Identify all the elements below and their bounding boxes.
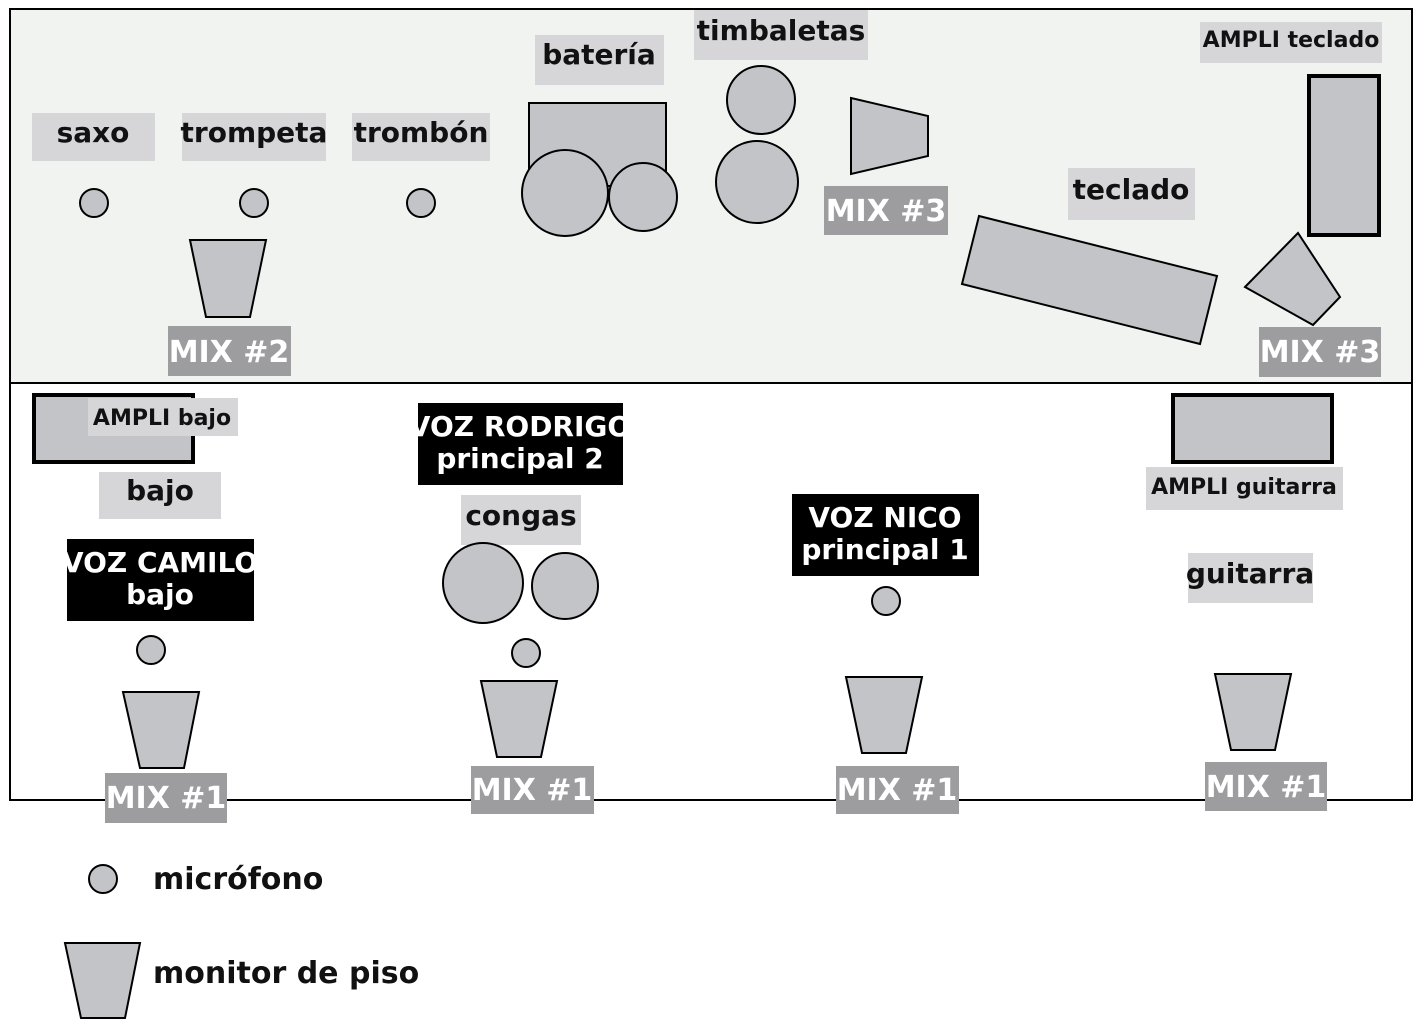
saxo-label-bg <box>32 113 155 161</box>
voz-camilo-bg <box>67 539 254 621</box>
microphone-icon <box>511 638 541 668</box>
teclado-label-bg <box>1068 168 1195 220</box>
bajo-label: bajo <box>126 474 194 507</box>
bateria-label-bg <box>535 35 664 85</box>
mix-badge-bg <box>824 186 948 235</box>
timbaletas-label-bg <box>694 10 868 60</box>
trompeta-mix-label: MIX #2 <box>169 335 290 370</box>
timbal-icon <box>715 140 799 224</box>
timbal-icon <box>726 65 796 135</box>
drum-icon <box>521 149 609 237</box>
conga-icon <box>531 552 599 620</box>
floor-monitor-icon <box>188 239 268 318</box>
amp-icon <box>1171 393 1334 464</box>
ampli-bajo-label: AMPLI bajo <box>93 406 231 431</box>
congas-label: congas <box>465 499 576 532</box>
guitarra-mix-label: MIX #1 <box>1206 770 1327 805</box>
guitarra-label-bg <box>1188 553 1313 603</box>
voz-rodrigo-line2: principal 2 <box>436 442 603 475</box>
voz-rodrigo-bg <box>418 403 623 485</box>
legend-microphone-icon <box>88 864 118 894</box>
voz-nico-line2: principal 1 <box>801 533 968 566</box>
timbaletas-mix-label: MIX #3 <box>826 194 947 229</box>
conga-icon <box>442 542 524 624</box>
microphone-icon <box>239 188 269 218</box>
trombon-label-bg <box>352 113 490 161</box>
microphone-icon <box>79 188 109 218</box>
mix-badge-bg <box>168 326 291 376</box>
floor-monitor-icon <box>844 676 924 754</box>
floor-monitor-icon <box>1213 673 1293 751</box>
voz-rodrigo-line1: VOZ RODRIGO <box>409 410 631 443</box>
voz-camilo-line1: VOZ CAMILO <box>62 546 258 579</box>
ampli-teclado-label-bg <box>1200 22 1382 63</box>
keyboard-icon <box>960 214 1219 346</box>
camilo-mix-label: MIX #1 <box>106 781 227 816</box>
mix-badge-bg <box>105 773 227 823</box>
guitarra-label: guitarra <box>1186 557 1314 590</box>
legend-floor-monitor-icon <box>63 942 142 1019</box>
mix-badge-bg <box>471 766 594 814</box>
floor-monitor-icon <box>850 96 929 176</box>
trompeta-label-bg <box>182 113 326 161</box>
drum-icon <box>608 162 678 232</box>
ampli-guitarra-label: AMPLI guitarra <box>1151 475 1337 500</box>
floor-monitor-icon <box>121 691 201 769</box>
saxo-label: saxo <box>57 116 130 149</box>
teclado-label: teclado <box>1073 173 1190 206</box>
trombon-label: trombón <box>354 116 489 149</box>
bajo-label-bg <box>99 472 221 519</box>
microphone-icon <box>871 586 901 616</box>
floor-monitor-icon <box>479 680 559 758</box>
legend-microphone-label: micrófono <box>153 862 323 897</box>
congas-label-bg <box>461 495 581 545</box>
mix-badge-bg <box>1205 762 1327 811</box>
trompeta-label: trompeta <box>181 116 328 149</box>
mix-badge-bg <box>836 766 959 814</box>
ampli-bajo-label-bg <box>88 398 238 436</box>
legend-floor-monitor-label: monitor de piso <box>153 956 419 991</box>
voz-camilo-line2: bajo <box>126 578 194 611</box>
timbaletas-label: timbaletas <box>697 14 866 47</box>
nico-mix-label: MIX #1 <box>837 773 958 808</box>
bateria-label: batería <box>542 38 656 71</box>
rodrigo-mix-label: MIX #1 <box>472 773 593 808</box>
voz-nico-bg <box>792 494 979 576</box>
floor-monitor-icon <box>1243 231 1342 327</box>
ampli-guitarra-label-bg <box>1146 467 1343 510</box>
amp-icon <box>1307 74 1381 237</box>
ampli-teclado-label: AMPLI teclado <box>1203 28 1380 53</box>
teclado-mix-label: MIX #3 <box>1260 335 1381 370</box>
microphone-icon <box>406 188 436 218</box>
microphone-icon <box>136 635 166 665</box>
voz-nico-line1: VOZ NICO <box>808 501 961 534</box>
mix-badge-bg <box>1259 327 1381 377</box>
